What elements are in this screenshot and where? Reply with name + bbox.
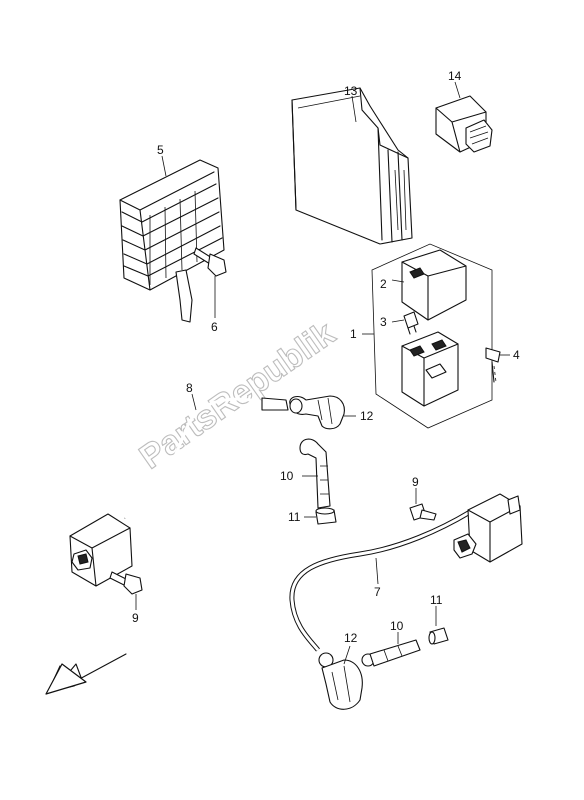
label-12-bottom: 12 bbox=[344, 631, 358, 645]
label-2: 2 bbox=[380, 277, 387, 291]
label-13: 13 bbox=[344, 84, 358, 98]
plug-cap-12-bottom[interactable] bbox=[318, 652, 363, 710]
label-7: 7 bbox=[374, 585, 381, 599]
connector-14[interactable] bbox=[435, 95, 493, 153]
plug-cap-12-top[interactable] bbox=[289, 395, 345, 430]
label-4: 4 bbox=[513, 348, 520, 362]
tube-10-top[interactable] bbox=[299, 438, 331, 509]
label-14: 14 bbox=[448, 69, 462, 83]
label-11-bottom: 11 bbox=[430, 593, 443, 607]
label-10-bottom: 10 bbox=[390, 619, 404, 633]
label-6: 6 bbox=[211, 320, 218, 334]
regulator-rectifier[interactable] bbox=[119, 159, 225, 323]
tube-10-bottom[interactable] bbox=[361, 639, 421, 667]
bolt-6[interactable] bbox=[193, 247, 227, 277]
ignition-coil-7[interactable] bbox=[289, 493, 523, 652]
relay-assembly[interactable] bbox=[371, 243, 493, 429]
label-1: 1 bbox=[350, 327, 357, 341]
ignition-coil-8[interactable] bbox=[69, 397, 289, 587]
label-12-top: 12 bbox=[360, 409, 374, 423]
bolt-9-right[interactable] bbox=[409, 503, 437, 521]
bolt-4[interactable] bbox=[485, 347, 501, 383]
label-5: 5 bbox=[157, 143, 164, 157]
ecu-unit[interactable] bbox=[291, 87, 413, 245]
cap-11-top[interactable] bbox=[315, 507, 337, 525]
label-9-right: 9 bbox=[412, 475, 419, 489]
label-9-left: 9 bbox=[132, 611, 139, 625]
cap-11-bottom[interactable] bbox=[428, 627, 449, 645]
label-10-top: 10 bbox=[280, 469, 294, 483]
arrow-down-left-icon bbox=[45, 653, 127, 695]
bolt-9-left[interactable] bbox=[109, 571, 143, 595]
label-8: 8 bbox=[186, 381, 193, 395]
label-3: 3 bbox=[380, 315, 387, 329]
label-11-top: 11 bbox=[288, 510, 301, 524]
